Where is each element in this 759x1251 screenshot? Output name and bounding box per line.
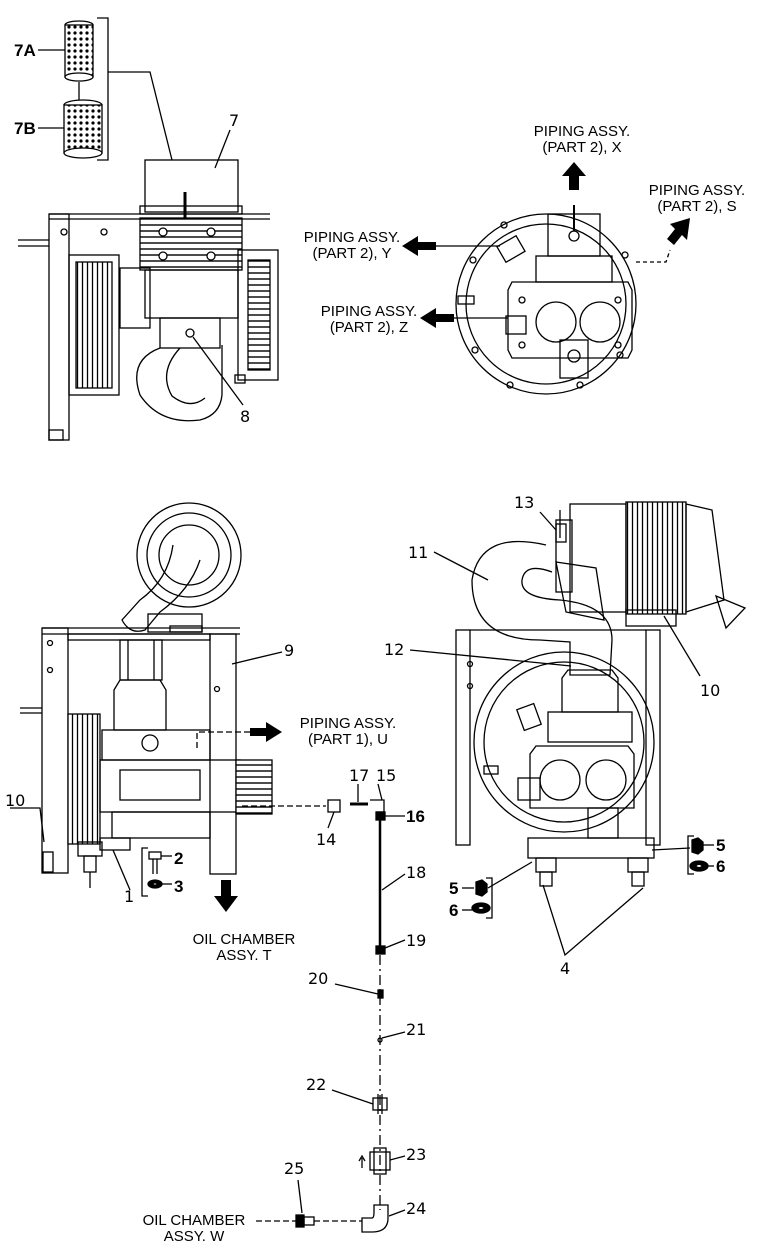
leader-bracket-7: [108, 71, 173, 161]
leader-4: [542, 884, 644, 957]
washer-6-left: [471, 902, 491, 914]
connection-line-piping-u: [196, 731, 262, 748]
part-9: 9: [284, 641, 294, 660]
part-21: 21: [406, 1020, 426, 1039]
callout-oil-chamber-w-line1: OIL CHAMBER: [143, 1212, 246, 1229]
callout-oil-chamber-t-line1: OIL CHAMBER: [193, 931, 296, 948]
part-17: 17: [349, 766, 369, 785]
leader-9: [231, 651, 283, 665]
callout-piping-y-line2: (PART 2), Y: [313, 245, 392, 262]
leader-8: [192, 336, 244, 406]
callout-piping-y-line1: PIPING ASSY.: [304, 229, 400, 246]
part-4: 4: [560, 959, 570, 978]
part-7a: 7A: [14, 41, 36, 60]
part-14: 14: [316, 830, 336, 849]
callout-oil-chamber-w-line2: ASSY. W: [164, 1228, 225, 1245]
leader-1: [112, 849, 131, 891]
part-16: 16: [406, 807, 425, 826]
bracket-2-3: [141, 847, 148, 897]
leader-12: [409, 649, 572, 667]
callout-piping-u-line2: (PART 1), U: [308, 731, 388, 748]
callout-piping-x-line1: PIPING ASSY.: [534, 123, 630, 140]
bracket-5-6-left: [486, 877, 493, 919]
callout-piping-z-line2: (PART 2), Z: [330, 319, 408, 336]
leader-10-left: [10, 807, 45, 843]
leader-11: [433, 551, 489, 581]
part-13: 13: [514, 493, 534, 512]
part-7: 7: [229, 111, 239, 130]
piping-chain: [256, 783, 406, 1233]
part-10-left: 10: [5, 791, 25, 810]
leader-nut-left: [487, 861, 533, 889]
part-20: 20: [308, 969, 328, 988]
bracket-5-6-right: [687, 835, 694, 875]
part-10-right: 10: [700, 681, 720, 700]
part-18: 18: [406, 863, 426, 882]
part-11: 11: [408, 543, 428, 562]
part-5-left: 5: [449, 879, 458, 898]
leader-piping-s: [636, 249, 671, 263]
part-1: 1: [124, 887, 134, 906]
callout-piping-u-line1: PIPING ASSY.: [300, 715, 396, 732]
washer-6-right: [689, 860, 709, 872]
blower-front-view: [455, 205, 637, 395]
arrow-left-z: [420, 308, 454, 328]
callout-piping-s-line1: PIPING ASSY.: [649, 182, 745, 199]
arrow-down-t: [214, 880, 238, 912]
part-6-left: 6: [449, 901, 458, 920]
leader-nut-right: [651, 847, 691, 851]
nut-5-left: [475, 879, 488, 897]
filter-element-7a: [64, 20, 94, 82]
part-7b: 7B: [14, 119, 36, 138]
arrow-up-right-s: [667, 218, 690, 245]
bolt-2: [148, 851, 172, 874]
part-19: 19: [406, 931, 426, 950]
part-12: 12: [384, 640, 404, 659]
part-23: 23: [406, 1145, 426, 1164]
part-8: 8: [240, 407, 250, 426]
part-6-right: 6: [716, 857, 725, 876]
blower-side-view: [18, 159, 279, 441]
callout-piping-z-line1: PIPING ASSY.: [321, 303, 417, 320]
washer-3: [147, 879, 172, 889]
part-5-right: 5: [716, 836, 725, 855]
callout-piping-x-line2: (PART 2), X: [542, 139, 621, 156]
leader-13: [539, 511, 557, 531]
blower-assembly-right: [455, 501, 747, 887]
part-24: 24: [406, 1199, 426, 1218]
leader-7: [214, 129, 231, 169]
filter-element-7b: [63, 99, 103, 159]
part-3: 3: [174, 877, 183, 896]
callout-piping-s-line2: (PART 2), S: [657, 198, 736, 215]
arrow-left-y: [402, 236, 436, 256]
leader-10-right: [663, 615, 701, 677]
part-2: 2: [174, 849, 183, 868]
nut-5-right: [691, 837, 704, 855]
part-25: 25: [284, 1159, 304, 1178]
arrow-right-u: [250, 722, 282, 742]
callout-oil-chamber-t-line2: ASSY. T: [216, 947, 271, 964]
arrow-up-x: [562, 162, 586, 190]
bracket-7: [97, 17, 109, 161]
part-15: 15: [376, 766, 396, 785]
blower-assembly-left: [20, 502, 273, 888]
part-22: 22: [306, 1075, 326, 1094]
